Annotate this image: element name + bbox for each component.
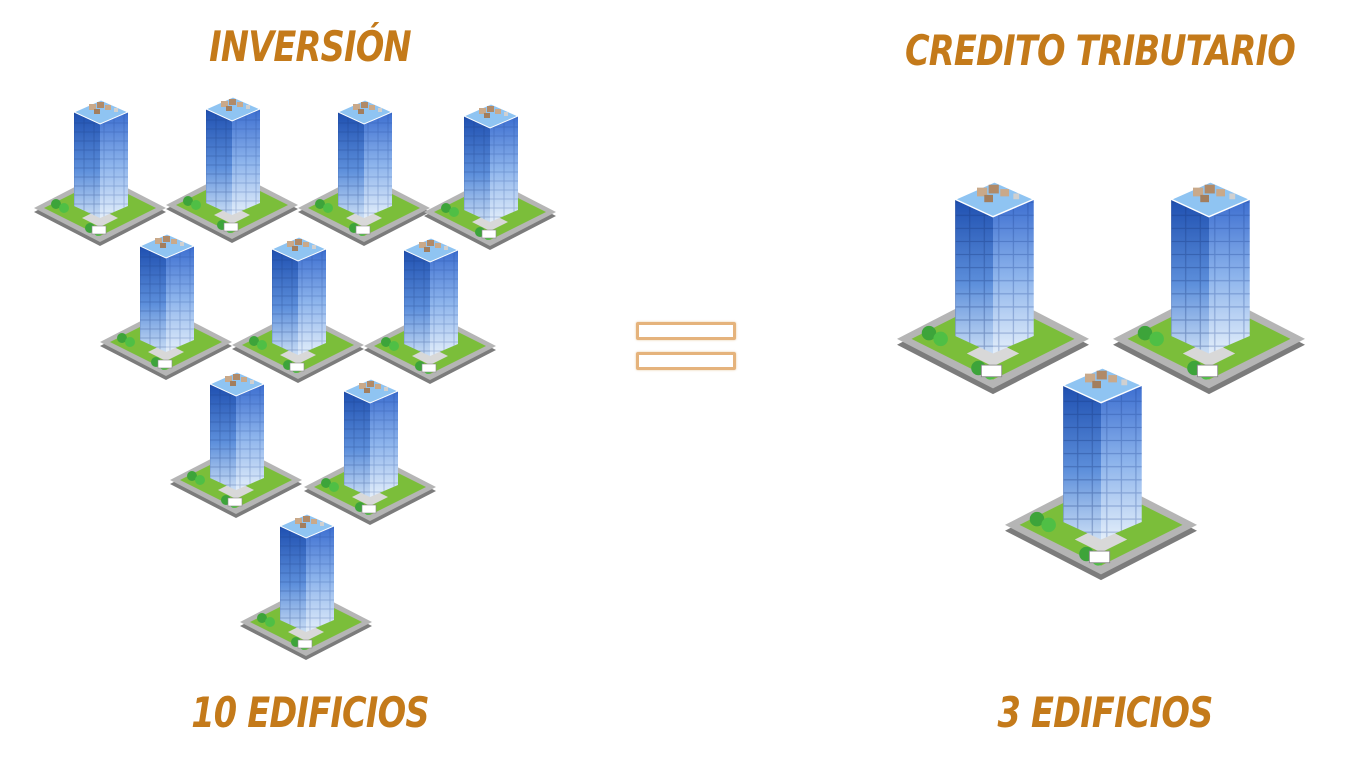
equals-icon (632, 318, 746, 380)
office-tower-icon (364, 237, 496, 385)
office-tower-icon (298, 99, 430, 247)
office-tower-icon (1005, 367, 1197, 581)
equals-top-bar (636, 322, 736, 340)
office-tower-icon (232, 236, 364, 384)
tax-credit-title: CREDITO TRIBUTARIO (904, 26, 1296, 75)
office-tower-icon (34, 99, 166, 247)
office-tower-icon (304, 378, 436, 526)
office-tower-icon (424, 103, 556, 251)
office-tower-icon (170, 371, 302, 519)
investment-title: INVERSIÓN (209, 22, 411, 71)
investment-caption: 10 EDIFICIOS (191, 688, 429, 737)
office-tower-icon (100, 233, 232, 381)
equals-bottom-bar (636, 352, 736, 370)
office-tower-icon (166, 96, 298, 244)
office-tower-icon (240, 513, 372, 661)
tax-credit-caption: 3 EDIFICIOS (997, 688, 1214, 737)
